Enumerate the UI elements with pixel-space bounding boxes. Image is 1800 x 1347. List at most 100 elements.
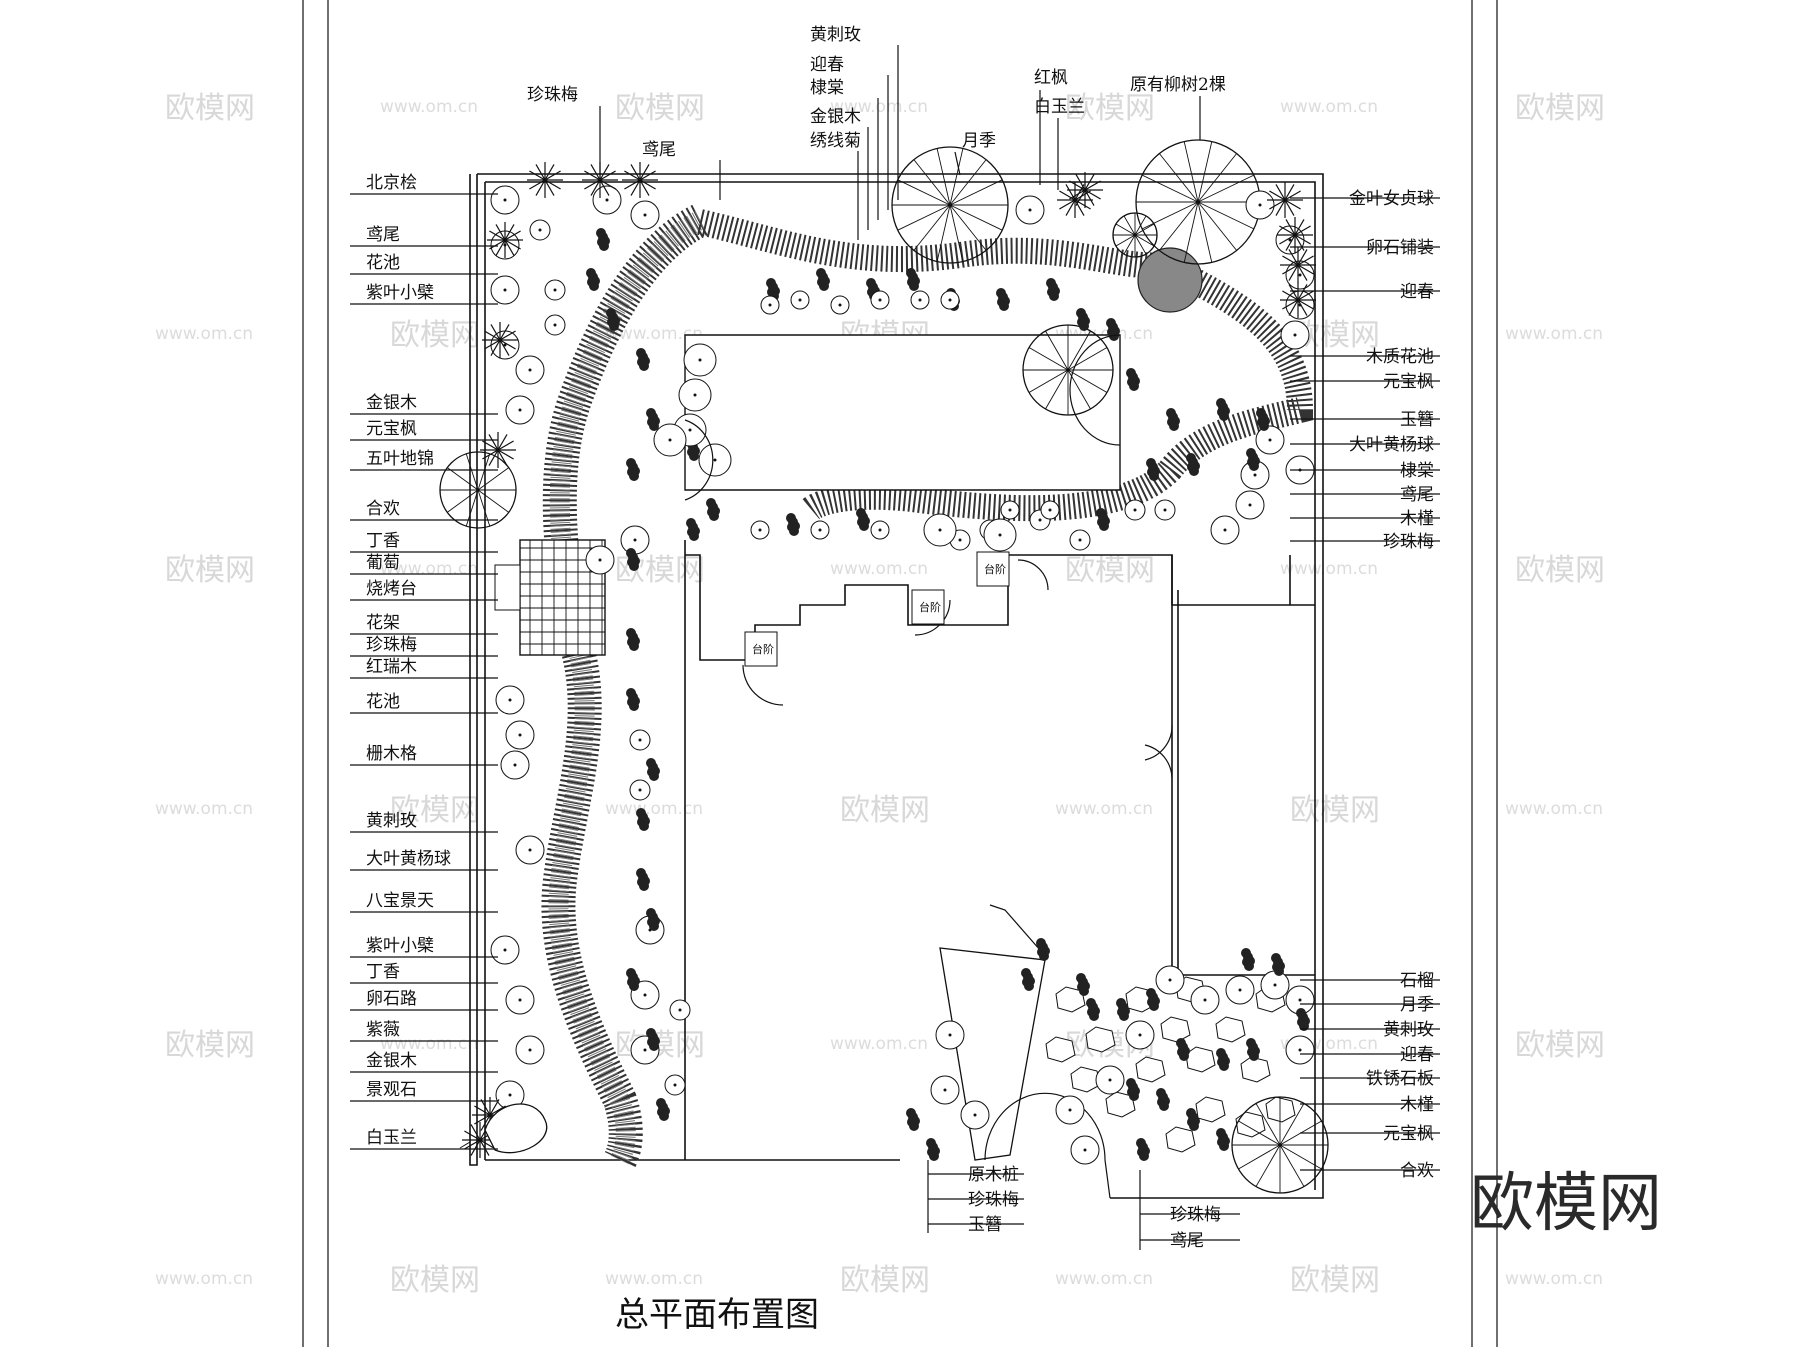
- watermark-url: www.om.cn: [380, 1034, 478, 1054]
- plant-label: 紫叶小檗: [366, 283, 434, 303]
- plant-label: 石榴: [1400, 971, 1434, 991]
- plant-label: 金叶女贞球: [1349, 189, 1434, 209]
- watermark-text: 欧模网: [1515, 91, 1605, 126]
- plant-label: 鸢尾: [1400, 485, 1434, 505]
- watermark-text: 欧模网: [165, 553, 255, 588]
- watermark-text: 欧模网: [1515, 1028, 1605, 1063]
- watermark-url: www.om.cn: [380, 97, 478, 117]
- plant-label: 鸢尾: [642, 140, 676, 160]
- plant-label: 棣棠: [810, 78, 844, 98]
- plant-label: 合欢: [366, 499, 400, 519]
- watermark-text: 欧模网: [1065, 91, 1155, 126]
- plant-label: 花池: [366, 692, 400, 712]
- watermark-text: 欧模网: [840, 1263, 930, 1298]
- plant-label: 珍珠梅: [968, 1190, 1019, 1210]
- pebble-path: [541, 204, 1314, 1168]
- plant-label: 铁锈石板: [1366, 1069, 1434, 1089]
- plant-labels: 北京桧鸢尾花池紫叶小檗金银木元宝枫五叶地锦合欢丁香葡萄烧烤台花架珍珠梅红瑞木花池…: [350, 25, 1440, 1251]
- watermark-url: www.om.cn: [155, 799, 253, 819]
- watermark-text: 欧模网: [1290, 793, 1380, 828]
- plant-label: 元宝枫: [1383, 1124, 1434, 1144]
- step-label: 台阶: [984, 562, 1006, 576]
- plant-label: 丁香: [366, 531, 400, 551]
- plant-label: 元宝枫: [1383, 372, 1434, 392]
- plant-label: 迎春: [1400, 282, 1434, 302]
- watermark-text: 欧模网: [165, 1028, 255, 1063]
- watermark-url: www.om.cn: [605, 1269, 703, 1289]
- plant-label: 迎春: [1400, 1045, 1434, 1065]
- watermark-url: www.om.cn: [605, 324, 703, 344]
- plant-label: 金银木: [366, 1051, 417, 1071]
- plant-label: 珍珠梅: [366, 635, 417, 655]
- plant-label: 丁香: [366, 962, 400, 982]
- plant-label: 大叶黄杨球: [366, 849, 451, 869]
- plant-label: 栅木格: [366, 744, 417, 764]
- watermark-url: www.om.cn: [1055, 799, 1153, 819]
- watermark-text: 欧模网: [1065, 553, 1155, 588]
- watermark-url: www.om.cn: [1505, 1269, 1603, 1289]
- watermark-url: www.om.cn: [155, 324, 253, 344]
- plant-label: 北京桧: [366, 173, 417, 193]
- plant-label: 红瑞木: [366, 657, 417, 677]
- watermark-url: www.om.cn: [830, 559, 928, 579]
- site-boundary: [469, 173, 1324, 1199]
- watermark-text: 欧模网: [390, 1263, 480, 1298]
- watermark-text: 欧模网: [390, 318, 480, 353]
- watermark-text: 欧模网: [1515, 553, 1605, 588]
- plant-label: 元宝枫: [366, 419, 417, 439]
- plant-label: 金银木: [366, 393, 417, 413]
- plant-label: 黄刺玫: [810, 25, 861, 45]
- plant-label: 绣线菊: [810, 131, 861, 151]
- plant-label: 花池: [366, 253, 400, 273]
- plant-label: 珍珠梅: [1170, 1205, 1221, 1225]
- plant-label: 八宝景天: [366, 891, 434, 911]
- watermark-text: 欧模网: [165, 91, 255, 126]
- planting-symbols: [439, 139, 1329, 1194]
- watermark-url: www.om.cn: [1280, 559, 1378, 579]
- watermark-url: www.om.cn: [1505, 799, 1603, 819]
- building-footprint: [684, 540, 1315, 1160]
- watermark-url: www.om.cn: [830, 1034, 928, 1054]
- plant-label: 月季: [1400, 995, 1434, 1015]
- plant-label: 木槿: [1400, 1095, 1434, 1115]
- plant-label: 黄刺玫: [366, 811, 417, 831]
- drawing-title: 总平面布置图: [615, 1295, 819, 1335]
- plant-label: 五叶地锦: [366, 449, 434, 469]
- watermark-url: www.om.cn: [605, 799, 703, 819]
- plant-label: 金银木: [810, 107, 861, 127]
- plant-label: 棣棠: [1400, 461, 1434, 481]
- plant-label: 葡萄: [366, 553, 400, 573]
- plant-label: 大叶黄杨球: [1349, 435, 1434, 455]
- watermark-layer: 欧模网 www.om.cn 欧模网 www.om.cn 欧模网 www.om.cn 欧模网 w…: [155, 91, 1605, 1298]
- plant-label: 木槿: [1400, 509, 1434, 529]
- plant-label: 烧烤台: [366, 579, 417, 599]
- plant-label: 玉簪: [968, 1215, 1002, 1235]
- plant-label: 珍珠梅: [1383, 532, 1434, 552]
- plant-label: 红枫: [1034, 68, 1068, 88]
- brand-logo: 欧模网: [1470, 1167, 1662, 1241]
- plant-label: 木质花池: [1366, 347, 1434, 367]
- watermark-text: 欧模网: [615, 1028, 705, 1063]
- watermark-url: www.om.cn: [1280, 97, 1378, 117]
- watermark-text: 欧模网: [840, 793, 930, 828]
- plant-label: 珍珠梅: [527, 85, 578, 105]
- plant-label: 紫薇: [366, 1020, 400, 1040]
- plant-label: 景观石: [366, 1080, 417, 1100]
- plant-label: 黄刺玫: [1383, 1020, 1434, 1040]
- plant-label: 玉簪: [1400, 410, 1434, 430]
- plant-label: 合欢: [1400, 1161, 1434, 1181]
- watermark-text: 欧模网: [1290, 1263, 1380, 1298]
- watermark-url: www.om.cn: [830, 97, 928, 117]
- watermark-url: www.om.cn: [155, 1269, 253, 1289]
- plant-label: 迎春: [810, 55, 844, 75]
- plant-label: 卵石铺装: [1366, 238, 1434, 258]
- plant-label: 紫叶小檗: [366, 936, 434, 956]
- plant-label: 卵石路: [366, 989, 417, 1009]
- step-label: 台阶: [752, 642, 774, 656]
- watermark-text: 欧模网: [390, 793, 480, 828]
- plant-label: 白玉兰: [366, 1128, 417, 1148]
- watermark-url: www.om.cn: [1505, 324, 1603, 344]
- plant-label: 原有柳树2棵: [1130, 75, 1226, 95]
- plant-label: 白玉兰: [1034, 97, 1085, 117]
